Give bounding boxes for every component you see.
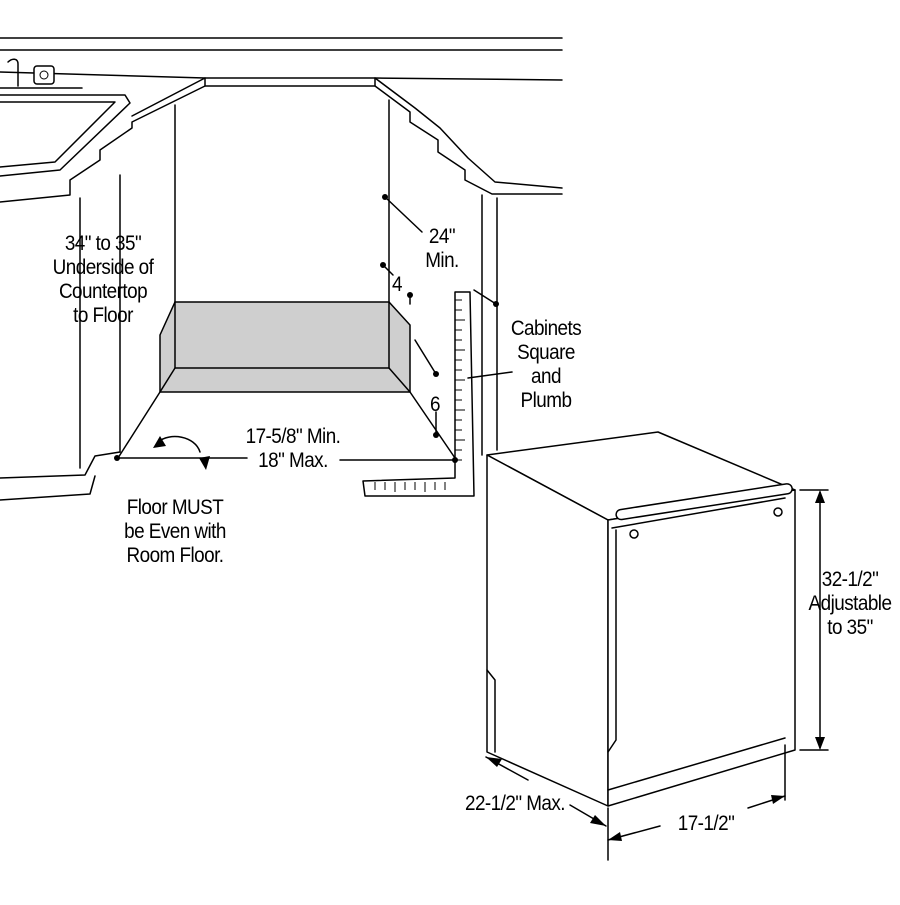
floor-note-label: Floor MUST be Even with Room Floor. — [108, 496, 243, 568]
countertop-height-label: 34" to 35" Underside of Countertop to Fl… — [36, 232, 171, 328]
recess-box — [159, 301, 411, 393]
width-min-line: 17-5/8" Min. — [245, 425, 341, 448]
height-adjustable-line-3: to 35" — [827, 616, 873, 639]
cabinets-line-2: Square — [517, 341, 575, 364]
countertop-height-line-1: 34" to 35" — [64, 232, 142, 255]
sink — [0, 58, 131, 177]
floor-note-line-1: Floor MUST — [126, 496, 224, 519]
cabinets-line-3: and — [531, 365, 561, 388]
dimension-6-label: 6 — [430, 393, 441, 416]
cabinets-line-1: Cabinets — [510, 317, 582, 340]
width-range-label: 17-5/8" Min. 18" Max. — [226, 425, 361, 473]
carpenter-square — [362, 291, 475, 497]
floor-lines — [117, 391, 456, 459]
dishwasher — [486, 431, 796, 807]
width-max-line: 18" Max. — [258, 449, 328, 472]
dimension-4-label: 4 — [392, 273, 403, 296]
height-adjustable-line-2: Adjustable — [808, 592, 892, 615]
height-adjustable-label: 32-1/2" Adjustable to 35" — [800, 568, 900, 640]
countertop-height-line-3: Countertop — [58, 280, 148, 303]
depth-max-label: 22-1/2" Max. — [464, 792, 566, 815]
unit-width-label: 17-1/2" — [677, 812, 735, 835]
height-adjustable-line-1: 32-1/2" — [821, 568, 879, 591]
depth-min-label: 24" Min. — [415, 225, 469, 273]
countertop — [0, 37, 563, 203]
countertop-height-line-2: Underside of — [52, 256, 154, 279]
floor-note-line-3: Room Floor. — [126, 544, 224, 567]
cabinets-label: Cabinets Square and Plumb — [501, 317, 591, 413]
cabinets-line-4: Plumb — [520, 389, 572, 412]
countertop-height-line-4: to Floor — [73, 304, 133, 327]
dimension-lines — [114, 194, 829, 861]
depth-min-line-2: Min. — [425, 249, 459, 272]
depth-min-line-1: 24" — [428, 225, 456, 248]
floor-note-line-2: be Even with — [124, 520, 226, 543]
cabinet-opening — [0, 99, 498, 501]
